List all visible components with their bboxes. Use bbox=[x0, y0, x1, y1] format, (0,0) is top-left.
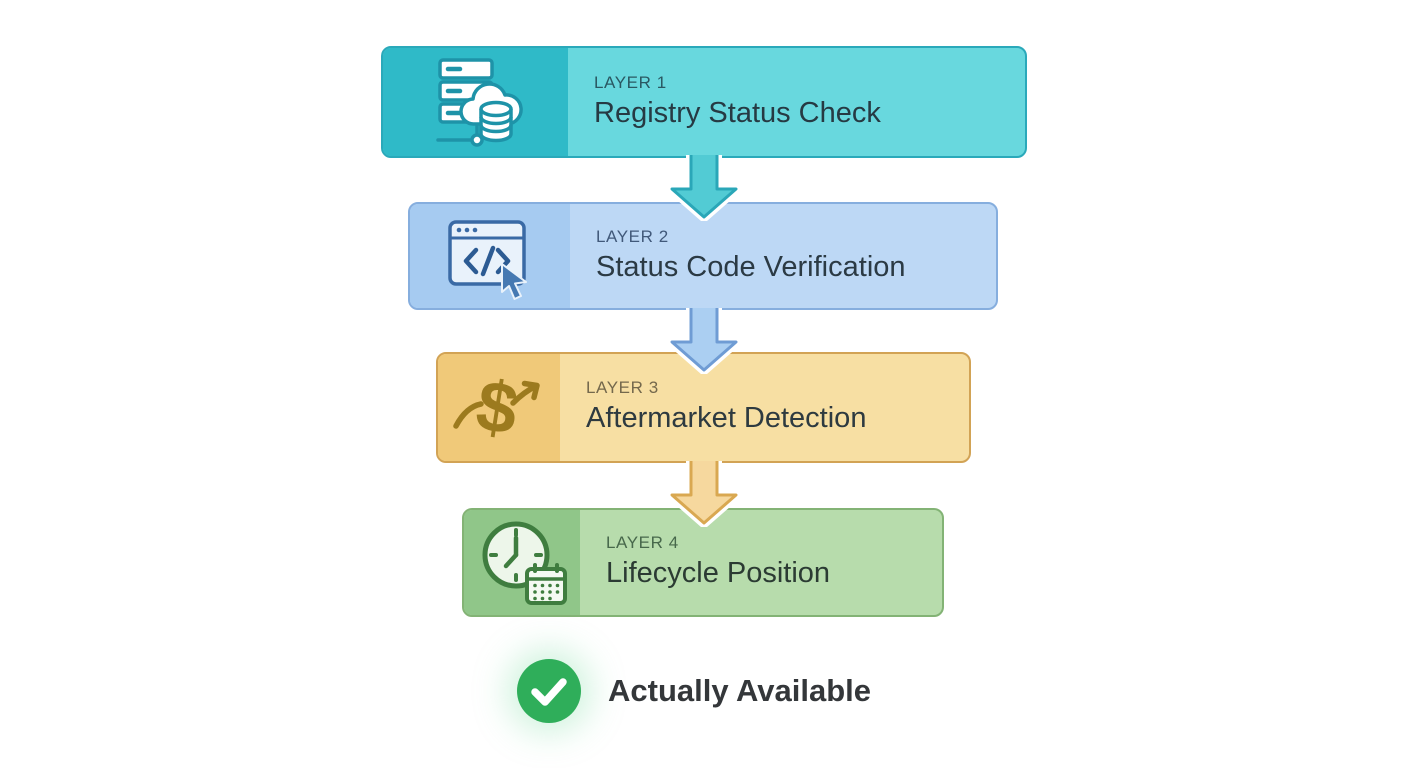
layer-4-icon-panel bbox=[464, 510, 580, 615]
layer-label: LAYER 3 bbox=[586, 378, 659, 398]
layer-label: LAYER 1 bbox=[594, 72, 667, 92]
layer-label: LAYER 2 bbox=[596, 226, 669, 246]
layer-box-1: LAYER 1 Registry Status Check bbox=[381, 46, 1027, 158]
layer-title: Lifecycle Position bbox=[606, 557, 831, 590]
dollar-trend-icon: $ bbox=[453, 365, 540, 450]
result-row: Actually Available bbox=[517, 658, 871, 724]
layer-label: LAYER 4 bbox=[606, 533, 679, 553]
layer-box-3: $ LAYER 3 Aftermarket Detection bbox=[436, 352, 971, 463]
layer-title: Registry Status Check bbox=[594, 96, 881, 129]
layer-title: Aftermarket Detection bbox=[586, 402, 867, 435]
layer-2-icon-panel bbox=[410, 204, 570, 308]
server-cloud-database-icon bbox=[435, 58, 523, 147]
check-circle-icon bbox=[517, 659, 581, 723]
flow-arrow-down-icon bbox=[667, 461, 741, 527]
layer-3-icon-panel: $ bbox=[438, 354, 560, 461]
layer-1-text-panel: LAYER 1 Registry Status Check bbox=[568, 48, 1025, 156]
layer-title: Status Code Verification bbox=[596, 250, 906, 283]
layer-1-icon-panel bbox=[383, 48, 568, 156]
result-label: Actually Available bbox=[608, 673, 872, 708]
browser-code-cursor-icon bbox=[448, 220, 527, 300]
layer-3-text-panel: LAYER 3 Aftermarket Detection bbox=[560, 354, 969, 461]
layer-4-text-panel: LAYER 4 Lifecycle Position bbox=[580, 510, 942, 615]
flow-arrow-down-icon bbox=[667, 155, 741, 221]
clock-calendar-icon bbox=[482, 521, 567, 605]
flow-arrow-down-icon bbox=[667, 308, 741, 374]
layer-2-text-panel: LAYER 2 Status Code Verification bbox=[570, 204, 996, 308]
svg-text:$: $ bbox=[471, 365, 523, 450]
checkmark-icon bbox=[531, 678, 567, 706]
